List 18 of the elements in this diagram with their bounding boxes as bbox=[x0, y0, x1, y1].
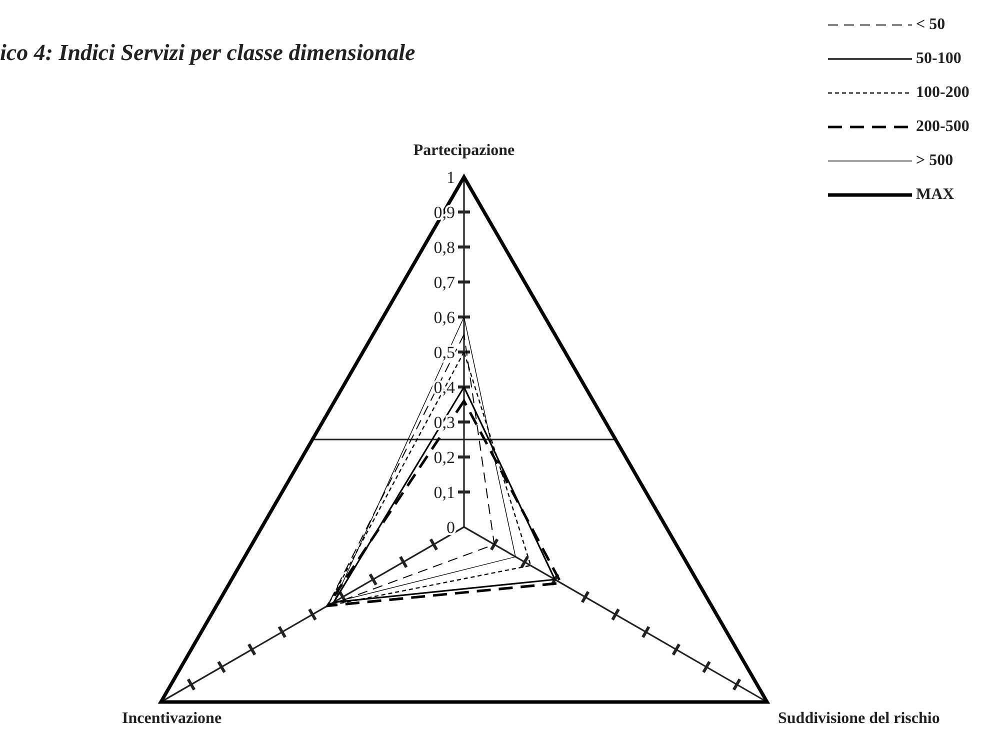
tick-label: 0,8 bbox=[434, 238, 455, 257]
chart-title: ico 4: Indici Servizi per classe dimensionale bbox=[0, 40, 416, 66]
axis-label: Incentivazione bbox=[122, 710, 222, 727]
legend-label: 200-500 bbox=[916, 118, 970, 136]
legend-label: 100-200 bbox=[916, 84, 970, 102]
legend-label: > 500 bbox=[916, 152, 954, 170]
axis-label: Partecipazione bbox=[413, 142, 515, 159]
tick-label: 0,2 bbox=[434, 448, 455, 467]
tick-label: 1 bbox=[446, 168, 455, 187]
tick-label: 0,7 bbox=[434, 273, 455, 292]
legend-label: < 50 bbox=[916, 16, 946, 34]
legend-label: 50-100 bbox=[916, 50, 962, 68]
tick-label: 0 bbox=[446, 518, 455, 537]
axis-label: Suddivisione del rischio bbox=[778, 710, 940, 727]
tick-label: 0,4 bbox=[434, 378, 455, 397]
tick-label: 0,6 bbox=[434, 308, 455, 327]
tick-label: 0,1 bbox=[434, 483, 455, 502]
legend-label: MAX bbox=[916, 186, 954, 204]
